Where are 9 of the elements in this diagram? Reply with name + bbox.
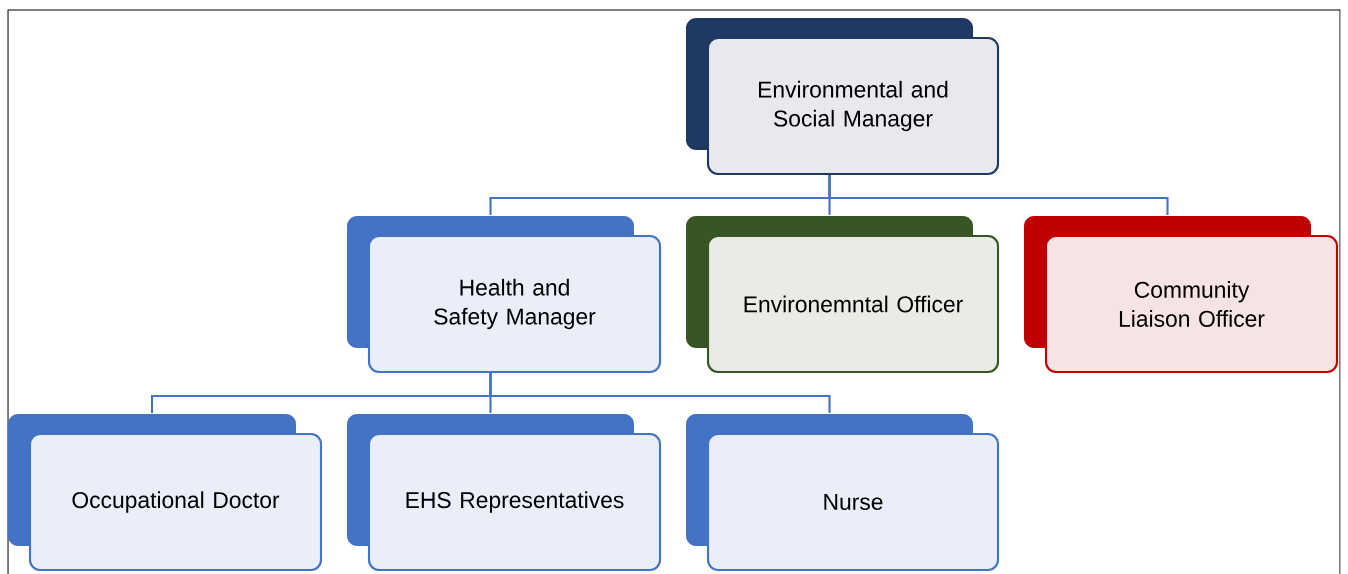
org-box: Occupational Doctor <box>8 414 323 572</box>
org-box: Environemntal Officer <box>686 216 1000 374</box>
org-box: Nurse <box>686 414 1000 572</box>
org-box: Health and Safety Manager <box>347 216 662 374</box>
org-box: Community Liaison Officer <box>1024 216 1339 374</box>
org-box: EHS Representatives <box>347 414 662 572</box>
connector-line <box>489 373 831 413</box>
org-box: Environmental and Social Manager <box>686 18 1000 176</box>
connector-line <box>828 175 1169 215</box>
